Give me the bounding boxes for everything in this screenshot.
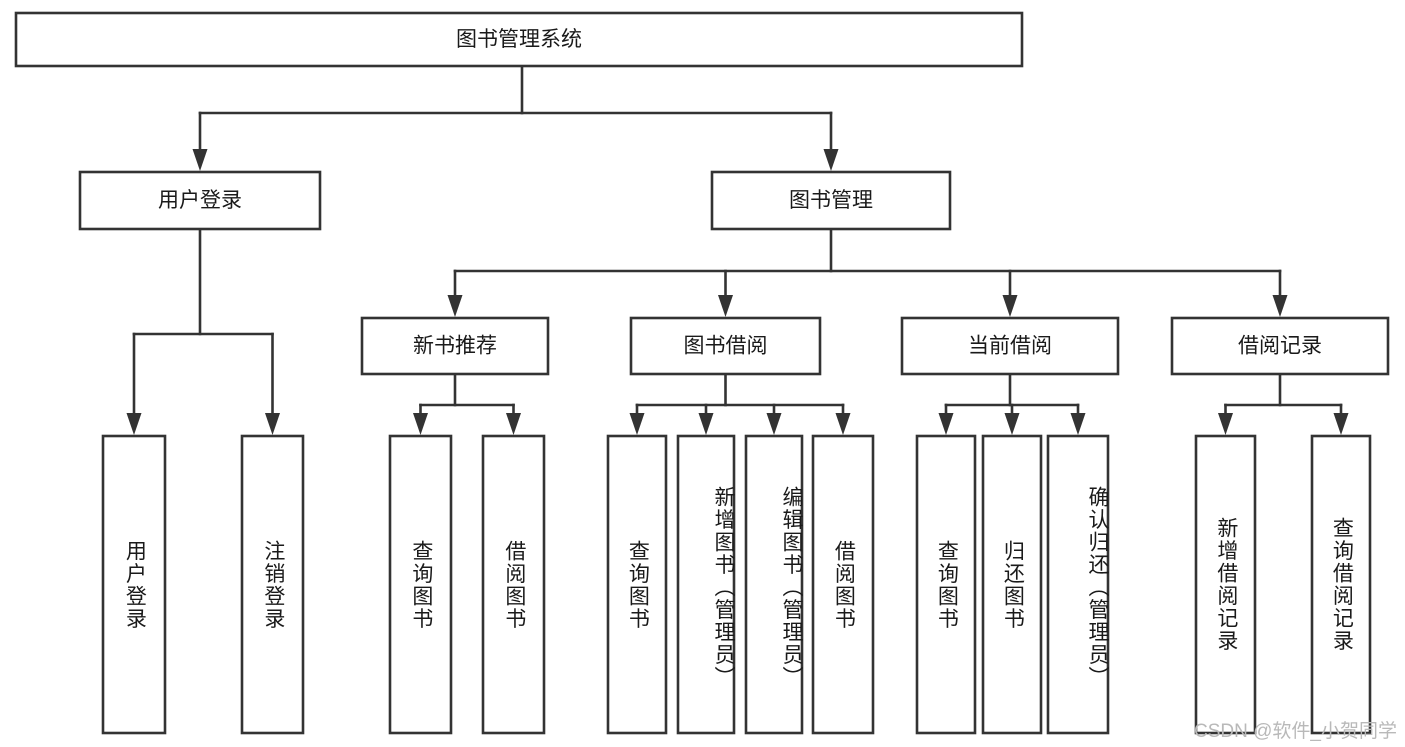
- csdn-watermark: CSDN @软件_小贺同学: [1194, 721, 1397, 742]
- arrow-head-icon-leaf-add-borrow-record: [1218, 413, 1233, 435]
- arrow-head-icon-leaf-query-book-1: [413, 413, 428, 435]
- arrow-head-icon-user-login: [192, 149, 208, 171]
- node-box-leaf-return-book[interactable]: [981, 434, 1043, 735]
- arrow-head-icon-leaf-borrow-book-1: [506, 413, 521, 435]
- node-label-book-management: 图书管理: [789, 189, 873, 212]
- node-box-new-book-recommend[interactable]: [360, 316, 550, 376]
- node-label-book-borrow: 图书借阅: [684, 335, 768, 358]
- node-box-root[interactable]: [14, 11, 1024, 68]
- node-label-current-borrow: 当前借阅: [968, 335, 1052, 358]
- node-label-user-login: 用户登录: [158, 189, 242, 212]
- node-box-book-borrow[interactable]: [629, 316, 822, 376]
- node-box-leaf-query-book-3[interactable]: [915, 434, 977, 735]
- arrow-head-icon-leaf-return-book: [1004, 413, 1020, 435]
- node-box-leaf-add-book-admin[interactable]: [676, 434, 736, 735]
- arrow-head-icon-leaf-borrow-book-2: [835, 413, 851, 435]
- arrow-head-icon-new-book-recommend: [447, 295, 463, 317]
- arrow-head-icon-leaf-query-book-2: [629, 413, 645, 435]
- node-box-book-management[interactable]: [710, 170, 952, 231]
- arrow-head-icon-leaf-query-borrow-record: [1333, 413, 1349, 435]
- arrow-head-icon-leaf-confirm-return: [1070, 413, 1086, 435]
- node-box-leaf-user-login[interactable]: [101, 434, 167, 735]
- node-box-leaf-confirm-return[interactable]: [1046, 434, 1110, 735]
- node-box-current-borrow[interactable]: [900, 316, 1120, 376]
- node-label-root: 图书管理系统: [456, 28, 582, 51]
- node-box-leaf-borrow-book-2[interactable]: [811, 434, 875, 735]
- arrow-head-icon-book-management: [823, 149, 839, 171]
- node-box-leaf-borrow-book-1[interactable]: [481, 434, 546, 735]
- node-label-new-book-recommend: 新书推荐: [413, 335, 497, 358]
- arrow-head-icon-leaf-edit-book-admin: [766, 413, 782, 435]
- arrow-head-icon-borrow-record: [1272, 295, 1288, 317]
- arrow-head-icon-leaf-logout: [265, 413, 280, 435]
- node-box-leaf-query-book-2[interactable]: [606, 434, 668, 735]
- arrow-head-icon-book-borrow: [718, 295, 733, 317]
- arrow-head-icon-leaf-add-book-admin: [698, 413, 714, 435]
- node-box-user-login[interactable]: [78, 170, 322, 231]
- node-box-leaf-query-borrow-record[interactable]: [1310, 434, 1372, 735]
- node-box-leaf-query-book-1[interactable]: [388, 434, 453, 735]
- node-label-borrow-record: 借阅记录: [1238, 335, 1322, 358]
- node-box-leaf-add-borrow-record[interactable]: [1194, 434, 1257, 735]
- arrow-head-icon-leaf-user-login: [126, 413, 142, 435]
- node-box-leaf-edit-book-admin[interactable]: [744, 434, 804, 735]
- arrow-head-icon-current-borrow: [1002, 295, 1018, 317]
- node-box-borrow-record[interactable]: [1170, 316, 1390, 376]
- node-box-leaf-logout[interactable]: [240, 434, 305, 735]
- arrow-head-icon-leaf-query-book-3: [938, 413, 954, 435]
